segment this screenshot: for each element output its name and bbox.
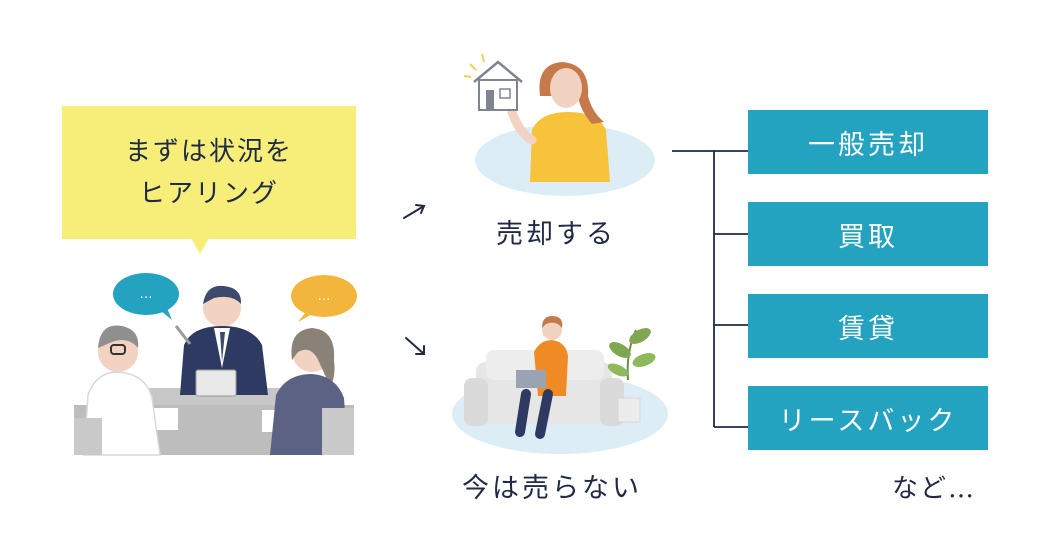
glasses-icon xyxy=(110,344,126,355)
branch-arrows xyxy=(403,204,426,355)
paper xyxy=(150,408,178,430)
tie-icon xyxy=(220,332,225,362)
option-leaseback: リースバック xyxy=(748,386,988,450)
chair xyxy=(322,408,354,455)
chair xyxy=(74,418,102,455)
plant-pot xyxy=(617,397,641,423)
arrow-up-right-icon xyxy=(403,205,425,219)
speech-bubble-right xyxy=(291,275,357,317)
sparkle-icon xyxy=(463,53,485,78)
option-rental: 賃貸 xyxy=(748,294,988,358)
hearing-callout: まずは状況を ヒアリング xyxy=(62,106,356,239)
etc-note: など… xyxy=(892,474,977,504)
house-icon xyxy=(473,60,523,83)
pen-icon xyxy=(174,325,192,345)
speech-dots-right: … xyxy=(318,289,331,304)
branch-keep-label: 今は売らない xyxy=(462,473,642,504)
callout-tail xyxy=(191,238,209,254)
sell-illustration xyxy=(463,53,655,196)
agent-hair xyxy=(203,285,242,304)
arrow-down-right-icon xyxy=(405,337,425,355)
option-buyout: 買取 xyxy=(748,202,988,266)
sofa-woman-head xyxy=(542,320,562,340)
woman-sweater xyxy=(530,112,610,182)
woman-arm xyxy=(507,107,537,145)
laptop-icon xyxy=(516,370,546,388)
meeting-illustration: … … xyxy=(74,273,357,456)
elder-hair xyxy=(98,325,139,348)
hearing-line-1: まずは状況を xyxy=(124,136,293,167)
speech-bubble-left xyxy=(113,273,179,315)
hearing-line-2: ヒアリング xyxy=(138,178,279,209)
option-general-sale: 一般売却 xyxy=(748,110,988,174)
clipboard-icon xyxy=(195,369,237,397)
sofa-woman-legs xyxy=(515,389,553,439)
elder-body xyxy=(83,371,161,456)
branch-sell-label: 売却する xyxy=(496,219,616,250)
keep-illustration xyxy=(452,316,668,454)
woman-hair xyxy=(291,328,335,386)
woman-face xyxy=(550,68,582,108)
speech-dots-left: … xyxy=(140,287,153,302)
options-bracket xyxy=(672,150,748,428)
